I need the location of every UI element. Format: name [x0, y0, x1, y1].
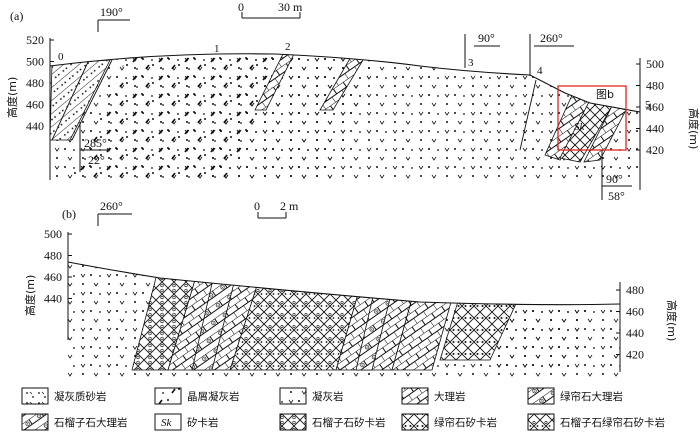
legend-swatch: [154, 387, 182, 405]
panel-b: (b) 260° 0 2 m 500 480 460 440 高度(m) 480 460…: [23, 199, 679, 380]
a-right-tick-2: 460: [646, 100, 664, 114]
legend-symbol: Sk: [161, 417, 173, 429]
a-left-tick-3: 460: [26, 98, 44, 112]
legend-swatch: [154, 413, 182, 431]
legend-swatch: [527, 413, 555, 431]
a-left-tick-4: 440: [26, 119, 44, 133]
legend-item-marble: 大理岩: [401, 387, 466, 405]
a-left-tick-1: 500: [26, 55, 44, 69]
a-left-tick-0: 520: [26, 33, 44, 47]
surface-profile-a: [49, 53, 641, 113]
section-points: 0 1 2 3 4 5: [58, 41, 651, 111]
legend-label: 晶屑凝灰岩: [187, 390, 240, 403]
legend-item-crystal-tuff: 晶屑凝灰岩: [154, 387, 240, 405]
a-right-tick-4: 420: [646, 143, 664, 157]
inset-box: [557, 85, 627, 151]
y-axis-left-a: 520 500 480 460 440 高度(m): [5, 33, 54, 180]
scale-bar-b: 0 2 m: [254, 199, 299, 219]
section-a-body: [50, 53, 640, 180]
legend-item-garnet-epidote-skarn: 石榴子石绿帘石矽卡岩: [527, 413, 665, 431]
y-axis-right-b: 480 460 440 420 高度(m): [616, 282, 679, 372]
legend-swatch: [21, 413, 49, 431]
svg-text:58°: 58°: [608, 189, 625, 203]
svg-text:0: 0: [58, 51, 64, 63]
svg-text:22°: 22°: [88, 153, 105, 167]
legend-label: 凝灰质砂岩: [54, 390, 107, 403]
legend-label: 绿帘石大理岩: [560, 390, 623, 403]
legend-item-tuffaceous-sandstone: 凝灰质砂岩: [21, 387, 107, 405]
y-axis-right-a: 500 480 460 440 420 高度(m): [636, 57, 700, 190]
svg-text:2: 2: [285, 41, 291, 53]
bearing-right: 260°: [540, 31, 563, 45]
svg-text:3: 3: [468, 57, 474, 69]
legend-label: 大理岩: [434, 390, 466, 403]
legend-swatch: [401, 387, 429, 405]
legend-label: 凝灰岩: [312, 390, 344, 403]
b-left-tick-0: 500: [44, 227, 62, 241]
a-left-tick-2: 480: [26, 76, 44, 90]
b-right-tick-0: 480: [626, 283, 644, 297]
y-axis-label-right-a: 高度(m): [687, 108, 700, 149]
scale-bar-a: 0 30 m: [238, 0, 303, 19]
legend-item-garnet-marble: 石榴子石大理岩: [21, 413, 128, 431]
legend-item-garnet-skarn: 石榴子石矽卡岩: [279, 413, 386, 431]
legend-swatch: [401, 413, 429, 431]
svg-text:4: 4: [537, 65, 543, 77]
bearing-left: 190°: [100, 5, 123, 19]
sk-label-a: Sk: [574, 121, 586, 133]
legend-item-epidote-skarn: 绿帘石矽卡岩: [401, 413, 497, 431]
legend-swatch: [527, 387, 555, 405]
strike-dip-left: 285° 22°: [79, 122, 110, 172]
svg-text:2 m: 2 m: [280, 199, 299, 213]
svg-text:高度(m): 高度(m): [665, 300, 679, 341]
legend-item-epidote-marble: 绿帘石大理岩: [527, 387, 623, 405]
svg-text:1: 1: [214, 43, 220, 55]
svg-text:30 m: 30 m: [278, 0, 303, 14]
svg-text:高度(m): 高度(m): [23, 275, 37, 316]
legend-item-skarn: Sk 矽卡岩: [154, 413, 219, 431]
bearing-mid: 90°: [478, 31, 495, 45]
svg-text:90°: 90°: [606, 172, 623, 186]
svg-text:0: 0: [238, 0, 244, 14]
svg-text:285°: 285°: [84, 136, 107, 150]
panel-b-label: (b): [62, 207, 76, 221]
legend-swatch: [279, 413, 307, 431]
svg-text:0: 0: [254, 199, 260, 213]
a-right-tick-0: 500: [646, 57, 664, 71]
legend-label: 石榴子石矽卡岩: [312, 416, 386, 429]
a-right-tick-1: 480: [646, 79, 664, 93]
svg-text:5: 5: [645, 99, 651, 111]
legend-label: 矽卡岩: [187, 416, 219, 429]
b-left-tick-2: 460: [44, 270, 62, 284]
b-left-tick-3: 440: [44, 292, 62, 306]
y-axis-left-b: 500 480 460 440 高度(m): [23, 227, 72, 340]
legend-swatch: [21, 387, 49, 405]
y-axis-label-left-a: 高度(m): [5, 77, 19, 118]
surface-profile-b: [67, 261, 621, 306]
legend-label: 石榴子石大理岩: [54, 416, 128, 429]
b-right-tick-3: 420: [626, 348, 644, 362]
b-left-tick-1: 480: [44, 249, 62, 263]
b-right-tick-1: 460: [626, 305, 644, 319]
legend-swatch: [279, 387, 307, 405]
bearing-b: 260°: [100, 199, 123, 213]
section-b-body: [68, 262, 620, 380]
legend-label: 石榴子石绿帘石矽卡岩: [560, 416, 665, 429]
strike-dip-right: 90° 58°: [601, 150, 632, 203]
panel-a-label: (a): [10, 9, 23, 23]
legend-item-tuff: 凝灰岩: [279, 387, 344, 405]
b-right-tick-2: 440: [626, 326, 644, 340]
legend-label: 绿帘石矽卡岩: [434, 416, 497, 429]
inset-label: 图b: [596, 88, 614, 101]
a-right-tick-3: 440: [646, 122, 664, 136]
